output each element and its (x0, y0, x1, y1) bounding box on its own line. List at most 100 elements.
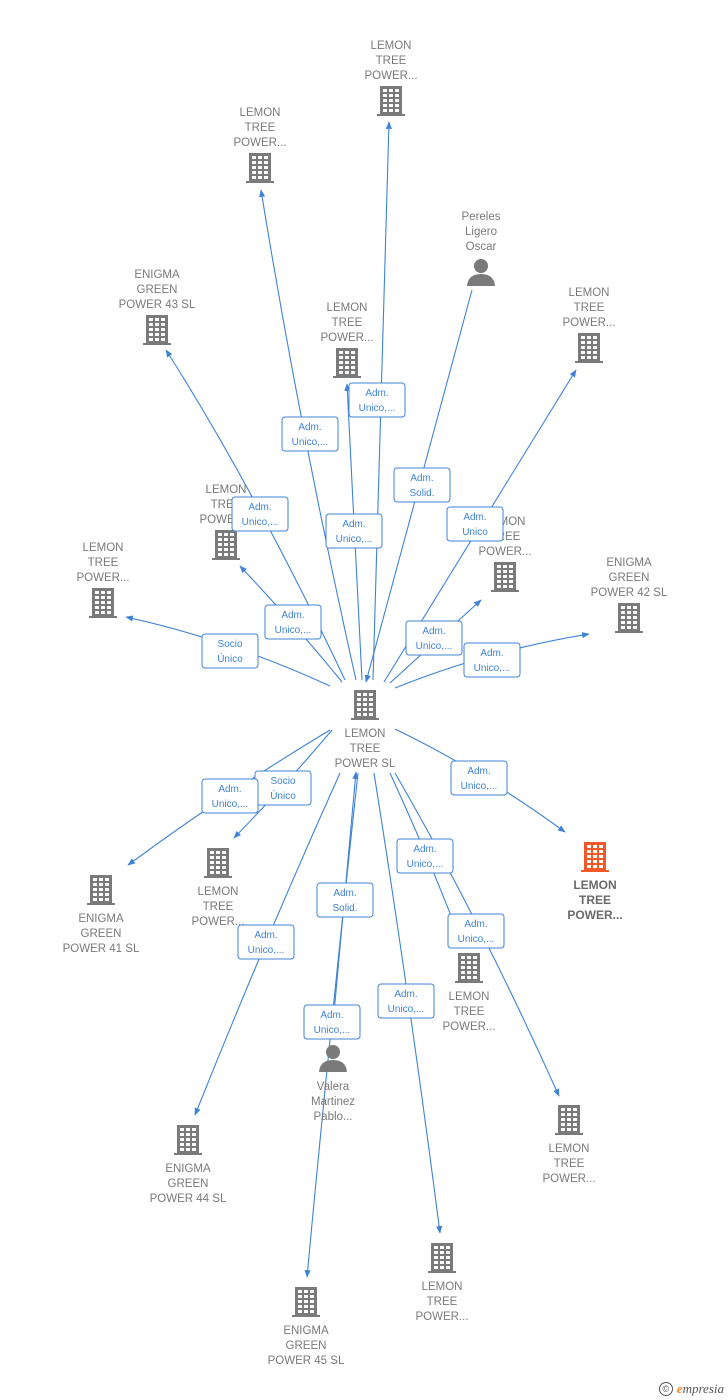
edge-labels-layer: Adm. Unico,... Adm. Unico,... Adm. Solid. Adm.… (201, 382, 521, 1040)
edge-label-center-to-n_hl[interactable]: Adm.Unico,... (450, 760, 508, 796)
edge-label-center-to-n_mid[interactable]: Adm.Unico,... (325, 513, 383, 549)
node-label: ENIGMA (78, 913, 124, 925)
edge-label-center-to-n_right_mid[interactable]: Adm.Unico,... (405, 620, 463, 656)
edge-label-center-to-n_top2[interactable]: Adm.Unico,... (281, 416, 339, 452)
node-label: POWER... (76, 572, 129, 584)
node-n_right1[interactable]: LEMONTREEPOWER... (562, 287, 616, 363)
node-label: LEMON (573, 878, 616, 892)
edge-label-center-to-n_far_right[interactable]: Adm. Unico,... (447, 913, 505, 949)
edge-label-text: Adm. (254, 930, 277, 941)
edge-label-box (396, 838, 454, 874)
node-label: POWER 44 SL (150, 1193, 227, 1205)
node-label: Oscar (466, 241, 497, 253)
node-label: ENIGMA (134, 269, 180, 281)
edge-label-text: Adm. (333, 888, 356, 899)
node-n_below_right[interactable]: LEMONTREEPOWER... (442, 953, 496, 1033)
node-label: Valera (317, 1081, 350, 1093)
node-label: LEMON (240, 107, 281, 119)
edge-label-text: Solid. (409, 488, 434, 499)
node-n_hl[interactable]: LEMONTREEPOWER... (567, 842, 623, 922)
node-label: TREE (376, 55, 407, 67)
node-label: TREE (332, 317, 363, 329)
node-n_bottom[interactable]: LEMONTREEPOWER... (415, 1243, 469, 1323)
brand-logo[interactable]: empresia (677, 1381, 724, 1397)
node-label: POWER 43 SL (119, 299, 196, 311)
node-n_left[interactable]: LEMONTREEPOWER... (76, 542, 130, 618)
node-label: ENIGMA (165, 1163, 211, 1175)
node-label: POWER... (364, 70, 417, 82)
building-icon (351, 690, 379, 720)
edge-label-text: Socio (217, 639, 242, 650)
edge-label-center-to-n_below_right[interactable]: Adm.Unico,... (396, 838, 454, 874)
edge-label-text: Adm. (464, 919, 487, 930)
node-label: POWER... (320, 332, 373, 344)
edge-label-text: Adm. (410, 473, 433, 484)
edge-label-center-to-enigma45[interactable]: Adm.Unico,... (303, 1004, 361, 1040)
node-label: Martinez (311, 1096, 355, 1108)
building-icon (575, 333, 603, 363)
node-label: Pablo... (314, 1111, 353, 1123)
edge-label-box (231, 496, 289, 532)
node-label: POWER... (442, 1021, 495, 1033)
edge-label-text: Adm. (218, 784, 241, 795)
node-label: POWER... (191, 916, 244, 928)
edge-label-text: Unico,... (458, 934, 495, 945)
edge-label-text: Único (217, 652, 243, 665)
node-n_right_mid[interactable]: LEMONTREEPOWER... (478, 516, 532, 592)
node-label: GREEN (286, 1340, 327, 1352)
node-label: ENIGMA (283, 1325, 329, 1337)
edge-label-text: Adm. (281, 610, 304, 621)
edge-label-center-to-enigma42[interactable]: Adm.Unico,... (463, 642, 521, 678)
edge-label-center-to-n_right1[interactable]: Adm.Unico (446, 506, 504, 542)
node-label: TREE (454, 1006, 485, 1018)
building-icon (333, 348, 361, 378)
building-icon (555, 1105, 583, 1135)
node-n_mid[interactable]: LEMONTREEPOWER... (320, 302, 374, 378)
node-label: POWER... (542, 1173, 595, 1185)
node-label: POWER... (233, 137, 286, 149)
edge-label-valera-to-center[interactable]: Adm.Solid. (316, 882, 374, 918)
edge-label-text: Adm. (342, 519, 365, 530)
edge-label-center-to-enigma43[interactable]: Adm.Unico,... (231, 496, 289, 532)
node-valera[interactable]: ValeraMartinezPablo... (311, 1045, 355, 1123)
node-label: POWER 45 SL (268, 1355, 345, 1367)
edge-label-text: Unico,... (292, 437, 329, 448)
edge-label-center-to-n_left_mid[interactable]: Adm. Unico,... (264, 604, 322, 640)
node-label: TREE (245, 122, 276, 134)
edge-label-text: Unico,... (416, 641, 453, 652)
edge-label-box (447, 913, 505, 949)
building-icon (377, 86, 405, 116)
node-label: GREEN (137, 284, 178, 296)
node-label: Ligero (465, 226, 497, 238)
edge-label-pereles-to-center[interactable]: Adm. Solid. (393, 467, 451, 503)
edge-label-center-to-n_bottom[interactable]: Adm.Unico,... (377, 983, 435, 1019)
node-label: POWER 41 SL (63, 943, 140, 955)
node-label: POWER... (567, 908, 622, 922)
node-enigma43[interactable]: ENIGMA GREEN POWER 43 SL (119, 269, 196, 345)
edge-label-box (303, 1004, 361, 1040)
edge-label-box (393, 467, 451, 503)
node-n_below_left[interactable]: LEMONTREEPOWER... (191, 848, 245, 928)
building-icon (428, 1243, 456, 1273)
node-n_top[interactable]: LEMONTREEPOWER... (364, 40, 418, 116)
edge-label-center-to-n_top[interactable]: Adm.Unico,... (348, 382, 406, 418)
person-icon (467, 259, 495, 286)
node-label: ENIGMA (606, 557, 652, 569)
edge-label-center-to-enigma44[interactable]: Adm.Unico,... (237, 924, 295, 960)
edge-label-text: Unico,... (275, 625, 312, 636)
node-n_top2[interactable]: LEMON TREE POWER... (233, 107, 287, 183)
edge-label-center-to-enigma41[interactable]: Adm.Unico,... (201, 778, 259, 814)
brand-initial: e (676, 1381, 683, 1396)
node-enigma45[interactable]: ENIGMA GREEN POWER 45 SL (268, 1287, 345, 1367)
building-icon (174, 1125, 202, 1155)
edge-label-box (405, 620, 463, 656)
node-n_far_right[interactable]: LEMONTREEPOWER... (542, 1105, 596, 1185)
node-label: LEMON (83, 542, 124, 554)
